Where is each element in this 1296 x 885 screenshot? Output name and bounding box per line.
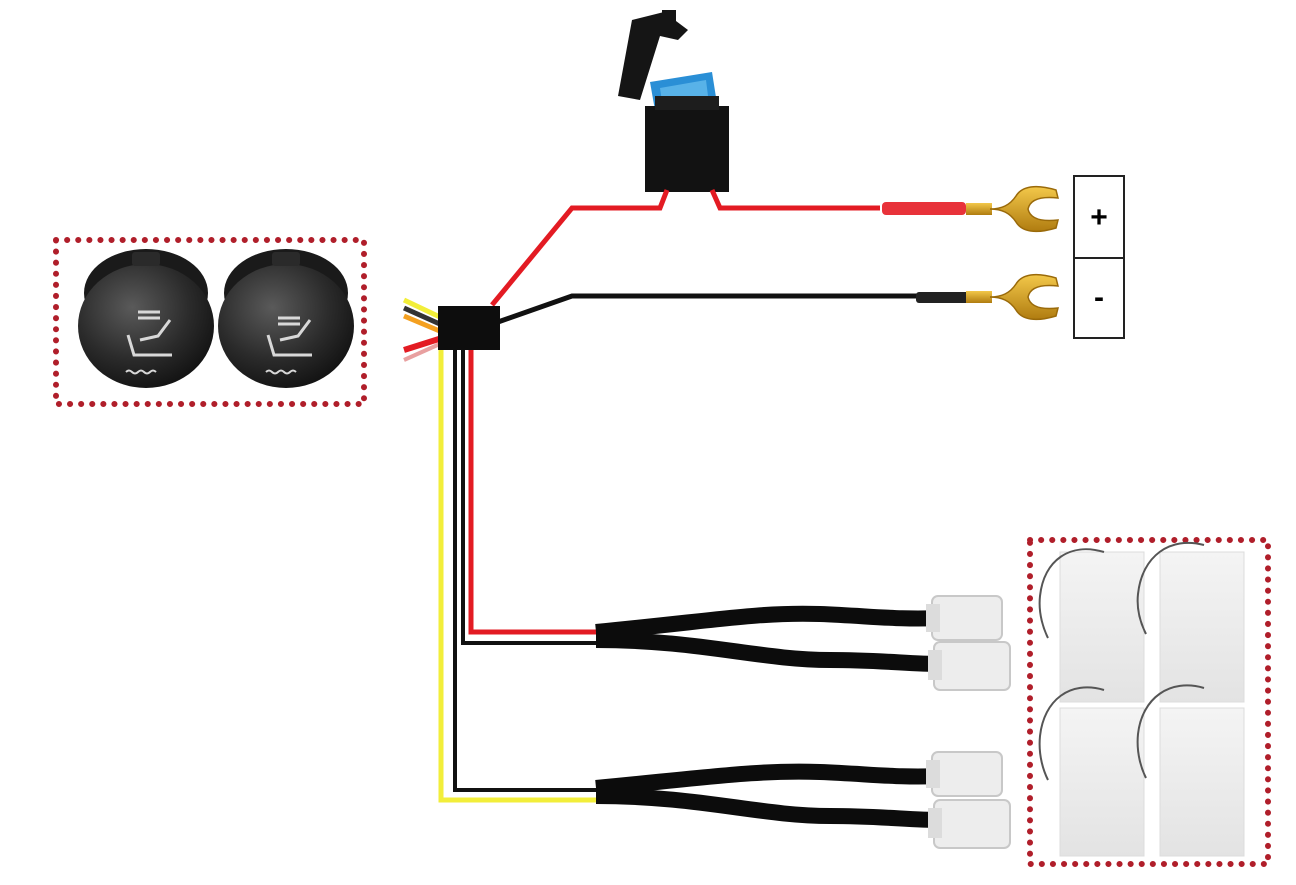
yellow-wire-to-pads: [438, 348, 598, 803]
positive-terminal-label: +: [1090, 201, 1108, 234]
upper-connector-2: [928, 641, 1011, 691]
heating-pad-1: [1038, 548, 1145, 703]
black-heatshrink: [916, 292, 972, 303]
seat-heater-switch-2[interactable]: [218, 249, 354, 388]
heating-pad-3: [1038, 686, 1145, 857]
wire-junction-block: [438, 306, 500, 350]
lower-connector-2: [928, 799, 1011, 849]
seat-heater-switch-1[interactable]: [78, 249, 214, 388]
heated-seat-icon: [265, 316, 312, 375]
switch-wire-stubs: [402, 297, 444, 362]
heating-pad-cluster: [1027, 537, 1271, 867]
switch-cluster: [53, 237, 367, 407]
positive-spade-terminal: [966, 185, 1059, 233]
negative-spade-terminal: [966, 273, 1059, 321]
fuse-holder-body: [645, 106, 729, 192]
negative-terminal-label: -: [1094, 281, 1104, 314]
lower-connector-1: [926, 751, 1003, 797]
red-wire-to-fuse: [490, 189, 670, 307]
battery-terminal-box: [1073, 175, 1125, 339]
fuse-holder-cap: [618, 10, 688, 100]
red-wire-to-positive: [709, 188, 880, 211]
black-wire-to-lower-pads: [453, 348, 598, 792]
red-wire-to-upper-pads: [468, 348, 598, 635]
upper-connector-1: [926, 595, 1003, 641]
heating-pad-4: [1136, 684, 1245, 857]
red-heatshrink: [882, 202, 966, 215]
upper-harness: [595, 595, 1011, 691]
heated-seat-icon: [125, 310, 172, 375]
fuse-holder: [618, 10, 729, 192]
black-wire-to-upper-pads: [461, 348, 598, 645]
black-wire-to-negative: [497, 293, 920, 325]
lower-harness: [595, 751, 1011, 849]
heating-pad-2: [1136, 541, 1245, 703]
